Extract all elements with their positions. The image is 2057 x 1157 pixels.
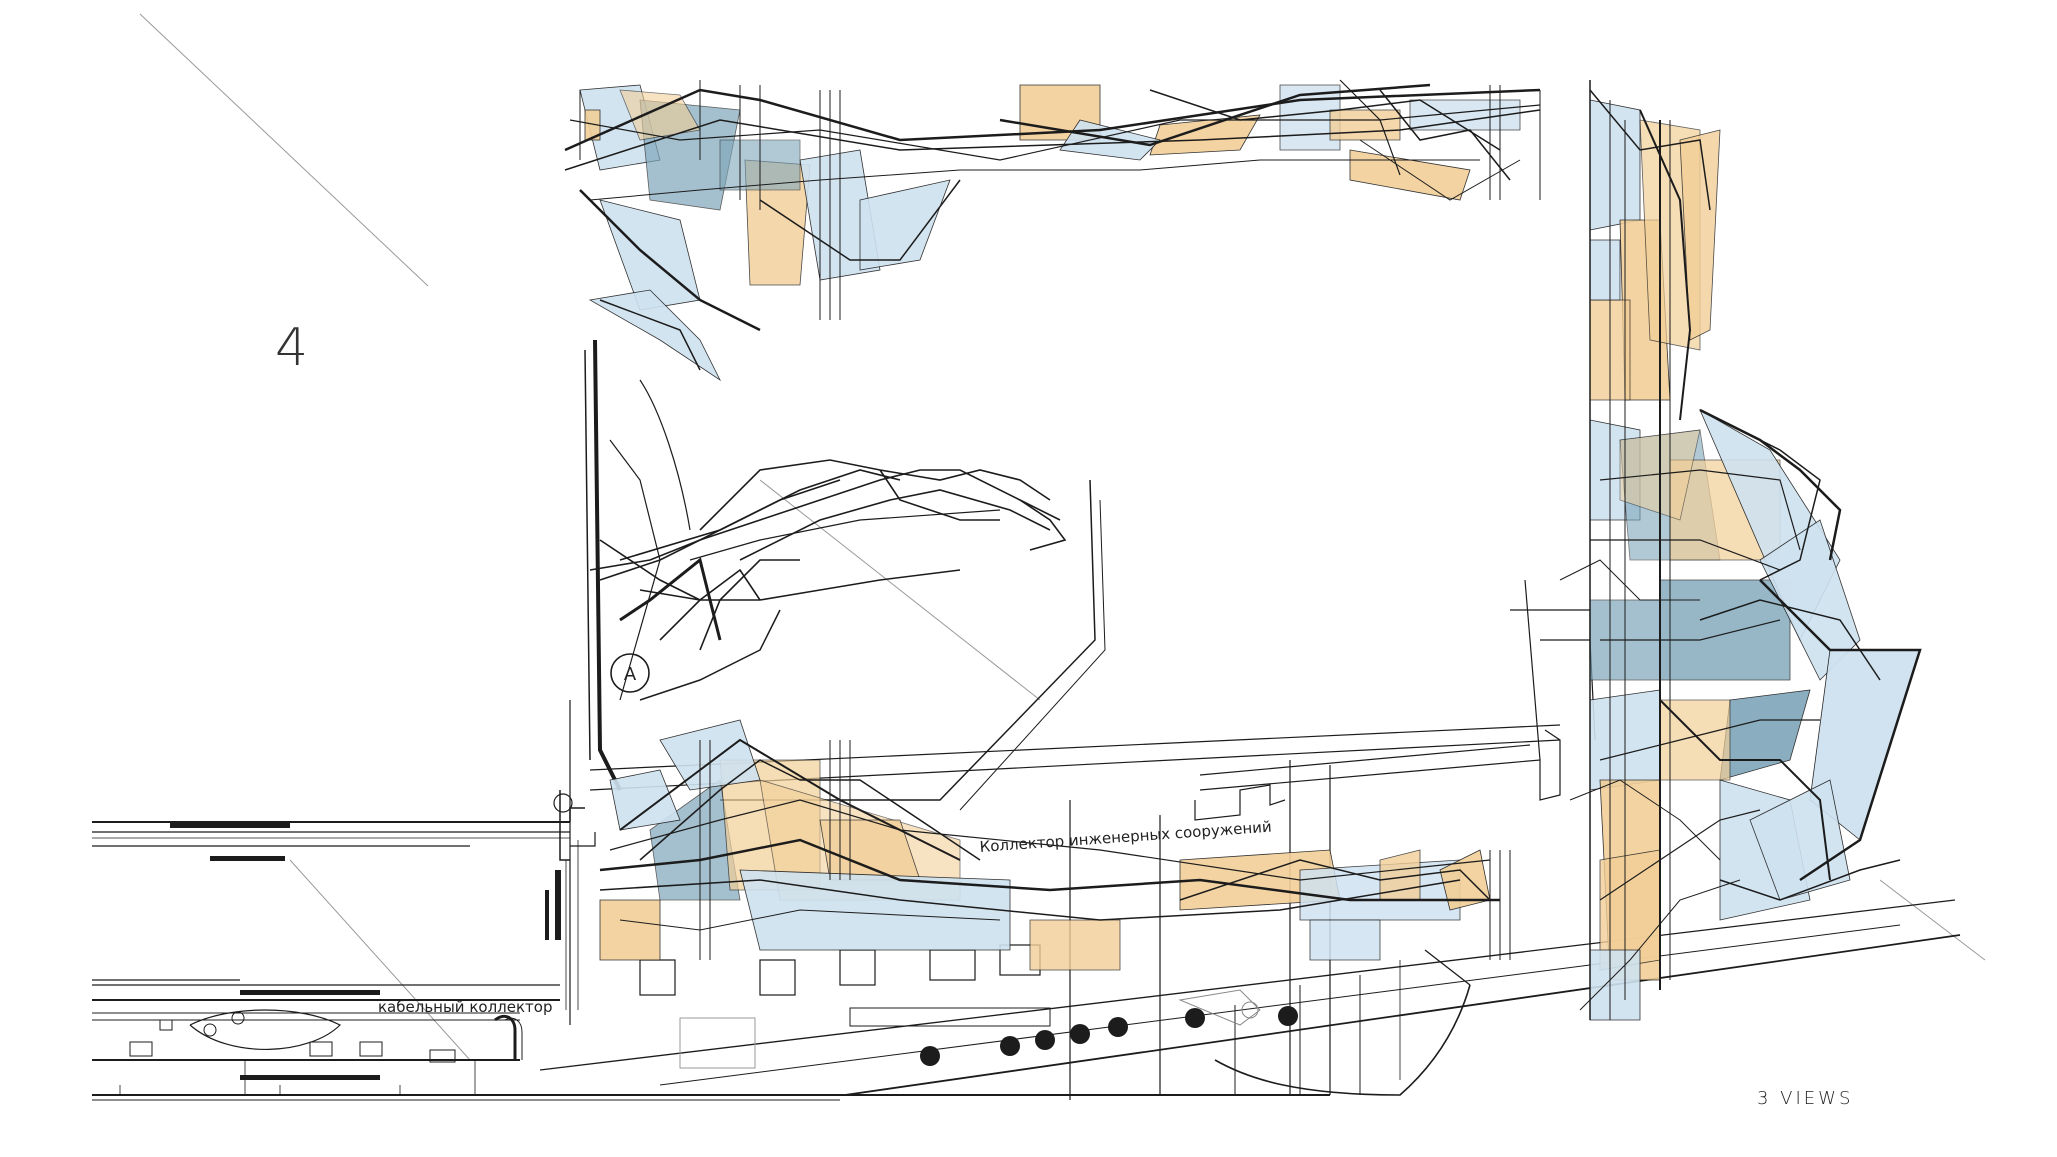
sheet-number: 4 (275, 318, 308, 378)
bottom-bar-lines (599, 738, 1511, 960)
views-label: 3 VIEWS (1757, 1088, 1853, 1109)
bottom-bar-panels (599, 719, 1491, 971)
street-plan (92, 700, 1330, 1101)
street-annotations (170, 822, 561, 1080)
section-marker-label: A (624, 664, 637, 685)
trees (920, 1006, 1298, 1066)
left-wing-fragments (589, 459, 1067, 651)
collector-label: Коллектор инженерных сооружений (979, 818, 1272, 856)
construction-lines (139, 13, 1986, 1061)
top-bar-lines (564, 79, 1541, 371)
cable-collector-label: кабельный коллектор (378, 998, 552, 1016)
section-marker: A (610, 653, 650, 693)
road-plan (539, 899, 1961, 1096)
right-tower-lines (1559, 80, 1922, 1020)
